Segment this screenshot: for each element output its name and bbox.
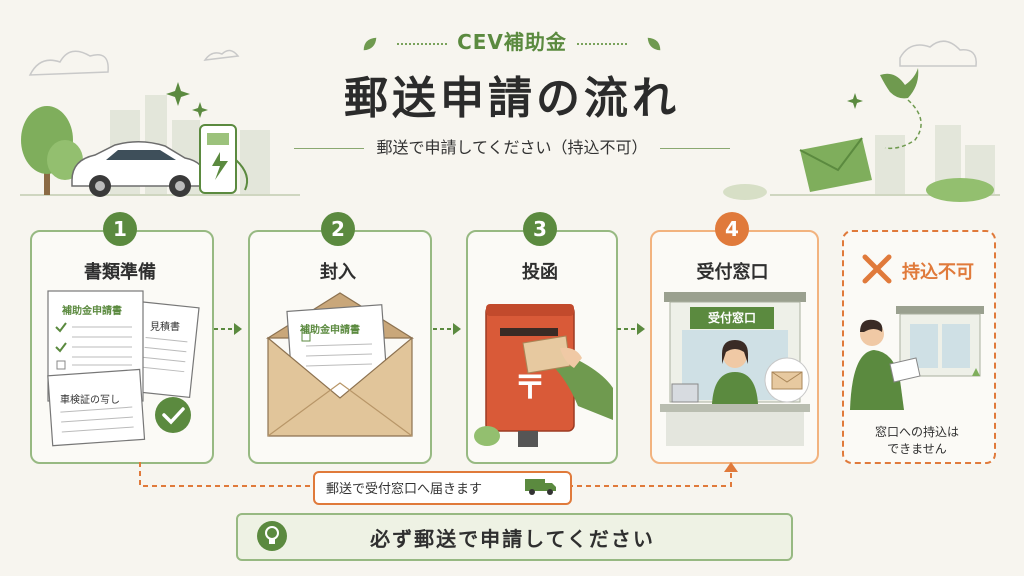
documents-illustration (47, 290, 200, 447)
envelope-illustration (265, 292, 415, 437)
tree-icon (21, 106, 83, 195)
not-allowed-title: 持込不可 (902, 262, 974, 283)
doc-quote-label: 見積書 (150, 322, 180, 333)
subtitle-text: 郵送で申請してください（持込不可） (376, 138, 648, 157)
step-number-2: 2 (321, 212, 355, 246)
step-title-1: 書類準備 (84, 262, 156, 283)
electric-car-icon (71, 141, 206, 197)
envelope-doc-label: 補助金申請書 (300, 325, 360, 336)
sparkle-icon (166, 82, 863, 118)
delivery-note: 郵送で受付窓口へ届きます (326, 482, 483, 497)
arrow-right-icon (433, 323, 461, 335)
mailbox-illustration (485, 304, 613, 447)
lightbulb-icon (257, 521, 287, 551)
not-allowed-note-line1: 窓口への持込は (874, 425, 959, 439)
postal-mark: 〒 (514, 368, 547, 406)
bottom-message-bar (236, 513, 793, 561)
leaf-icon (363, 37, 377, 50)
cross-icon (862, 254, 892, 284)
page-subtitle: 郵送で申請してください（持込不可） (0, 134, 1024, 158)
doc-vehicle-label: 車検証の写し (60, 395, 120, 406)
truck-icon (525, 479, 556, 495)
bottom-message: 必ず郵送で申請してください (370, 527, 655, 551)
arrow-right-icon (617, 323, 645, 335)
step-title-2: 封入 (320, 262, 356, 283)
ev-charger-icon (199, 124, 249, 194)
step-number-1: 1 (103, 212, 137, 246)
bird-icon (880, 68, 919, 99)
program-tag: CEV補助金 (0, 26, 1024, 55)
step-number-3: 3 (523, 212, 557, 246)
program-tag-label: CEV補助金 (457, 30, 567, 54)
not-allowed-note: 窓口への持込は できません (842, 424, 992, 458)
step-title-3: 投函 (522, 262, 558, 283)
check-circle-icon (155, 397, 191, 433)
cloud-icon (28, 40, 977, 76)
envelope-icon (799, 137, 872, 192)
step-number-4: 4 (715, 212, 749, 246)
walk-in-illustration (850, 306, 984, 410)
reception-sign: 受付窓口 (690, 307, 774, 329)
bush-icon (474, 426, 500, 446)
doc-application-label: 補助金申請書 (62, 306, 122, 317)
step-title-4: 受付窓口 (696, 262, 769, 283)
leaf-icon (647, 37, 661, 50)
page-title: 郵送申請の流れ (344, 73, 680, 124)
not-allowed-note-line2: できません (887, 442, 947, 456)
arrow-right-icon (214, 323, 242, 335)
